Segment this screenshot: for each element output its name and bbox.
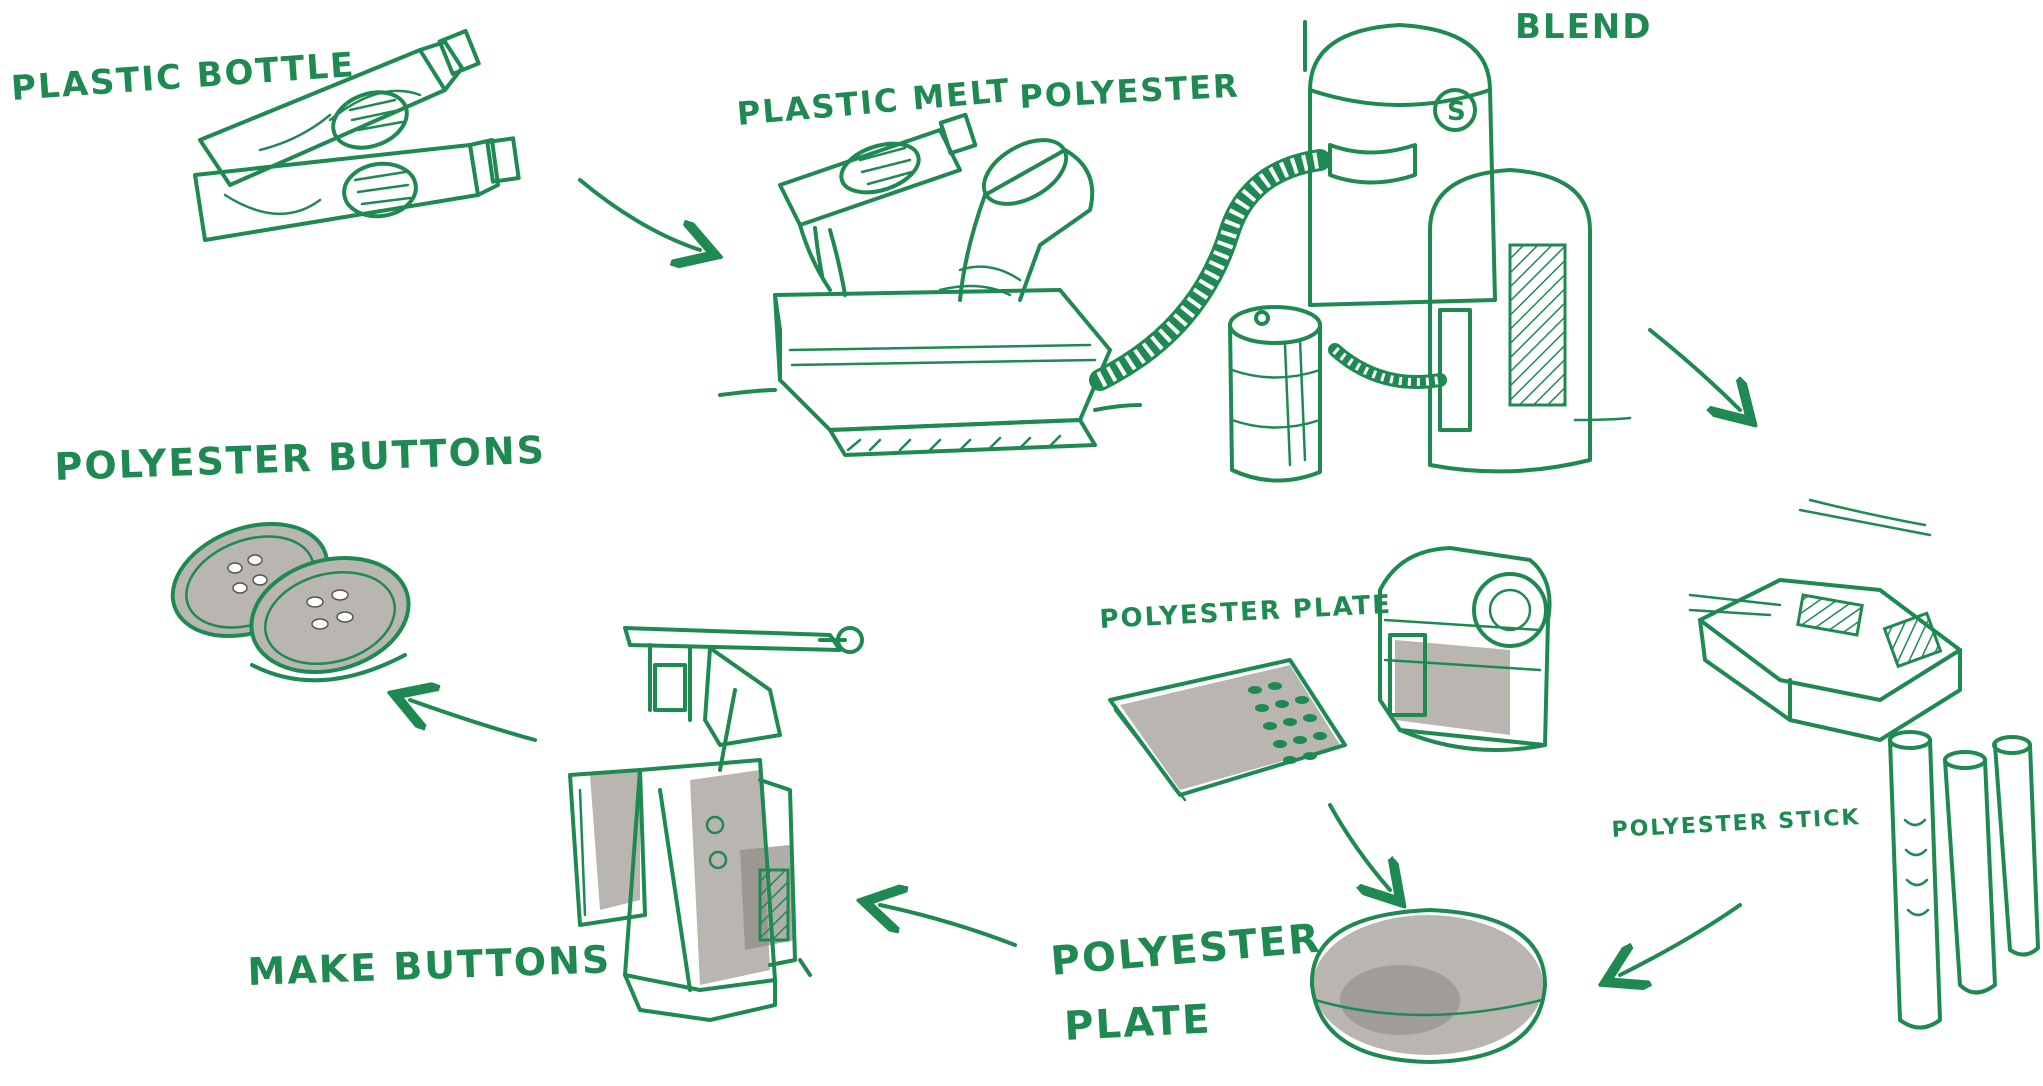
label-polyester-stick: POLYESTER STICK (1611, 805, 1861, 843)
label-polyester-top: POLYESTER (1018, 67, 1240, 116)
arrow-blend-to-stick (1650, 330, 1740, 410)
label-plastic-bottle: PLASTIC BOTTLE (10, 45, 357, 109)
label-polyester-plate-small: POLYESTER PLATE (1099, 590, 1393, 635)
label-make-buttons: MAKE BUTTONS (247, 937, 612, 994)
arrow-plate-to-machine (880, 905, 1015, 945)
rolling-machine-icon (1380, 548, 1550, 750)
extruder-sticks-icon (1690, 500, 2038, 1028)
blend-tanks-icon: S (1230, 22, 1630, 481)
arrow-plate-to-disc (1330, 805, 1390, 890)
label-polyester-buttons: POLYESTER BUTTONS (54, 428, 547, 489)
label-blend: BLEND (1515, 7, 1652, 47)
hose (1100, 160, 1320, 380)
plate-sheet-icon (1110, 660, 1345, 800)
label-plastic-melt: PLASTIC MELT (735, 71, 1012, 133)
buttons-icon (157, 504, 421, 689)
polyester-disc-icon (1312, 910, 1545, 1062)
label-polyester-plate-big-2: PLATE (1063, 996, 1212, 1050)
arrow-stick-to-disc (1620, 905, 1740, 975)
button-press-machine-icon (570, 628, 862, 1020)
melting-tank-icon (720, 115, 1140, 455)
arrow-machine-to-buttons (410, 700, 535, 740)
arrow-bottle-to-melt (580, 180, 700, 250)
svg-text:S: S (1447, 97, 1466, 127)
label-polyester-plate-big-1: POLYESTER (1049, 916, 1323, 985)
